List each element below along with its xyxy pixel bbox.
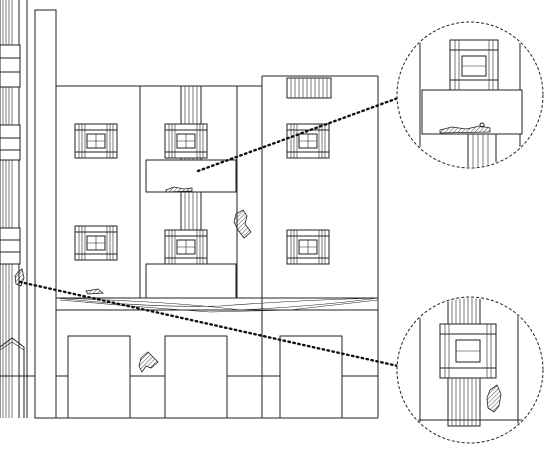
windows — [74, 123, 330, 265]
window — [164, 229, 208, 265]
damage-marks — [14, 186, 252, 373]
leader-lines — [18, 96, 400, 368]
canopy — [55, 297, 379, 313]
window — [286, 123, 330, 159]
roof-vent — [286, 77, 332, 99]
window — [286, 229, 330, 265]
window — [74, 123, 118, 159]
detail-callout-lower — [396, 296, 544, 444]
detail-callout-upper — [396, 21, 544, 169]
balconies — [145, 159, 237, 299]
window — [74, 225, 118, 261]
window — [164, 123, 208, 159]
pillar — [34, 9, 57, 419]
left-tower — [0, 0, 28, 418]
ground-floor — [0, 335, 378, 419]
